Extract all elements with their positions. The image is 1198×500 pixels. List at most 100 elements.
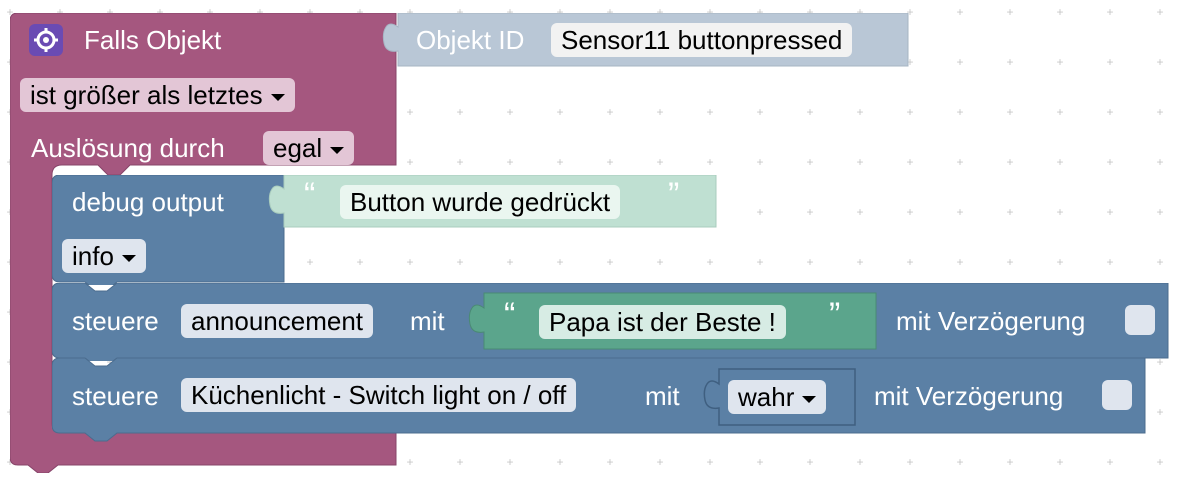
grid-mark: + (106, 5, 114, 19)
grid-mark: + (956, 105, 964, 119)
grid-mark: + (506, 255, 514, 269)
control1-delay-checkbox[interactable] (1125, 305, 1155, 335)
grid-mark: + (406, 455, 414, 469)
settings-icon[interactable] (29, 24, 63, 56)
grid-mark: + (406, 5, 414, 19)
grid-mark: + (606, 105, 614, 119)
debug-label: debug output (72, 187, 224, 217)
grid-mark: + (256, 5, 264, 19)
quote-close-icon-2: ” (829, 296, 841, 334)
grid-mark: + (756, 155, 764, 169)
grid-mark: + (1056, 105, 1064, 119)
grid-mark: + (1006, 205, 1014, 219)
trigger-by-dropdown[interactable]: egal (263, 131, 355, 165)
grid-mark: + (606, 255, 614, 269)
grid-mark: + (956, 5, 964, 19)
grid-mark: + (1106, 105, 1114, 119)
grid-mark: + (706, 105, 714, 119)
grid-mark: + (456, 155, 464, 169)
grid-mark: + (706, 455, 714, 469)
control1-with-label: mit (410, 306, 445, 336)
object-id-field[interactable]: Sensor11 buttonpressed (551, 23, 853, 57)
debug-level-dropdown[interactable]: info (62, 239, 146, 273)
grid-mark: + (456, 5, 464, 19)
grid-mark: + (406, 105, 414, 119)
control2-value-dropdown[interactable]: wahr (728, 380, 827, 414)
grid-mark: + (656, 255, 664, 269)
grid-mark: + (856, 255, 864, 269)
grid-mark: + (1106, 455, 1114, 469)
grid-mark: + (1006, 105, 1014, 119)
grid-mark: + (1106, 155, 1114, 169)
control2-target-field[interactable]: Küchenlicht - Switch light on / off (181, 378, 577, 412)
grid-mark: + (556, 105, 564, 119)
grid-mark: + (656, 155, 664, 169)
grid-mark: + (806, 455, 814, 469)
grid-mark: + (106, 355, 114, 369)
grid-mark: + (806, 5, 814, 19)
grid-mark: + (656, 455, 664, 469)
grid-mark: + (456, 105, 464, 119)
grid-mark: + (656, 105, 664, 119)
grid-mark: + (356, 255, 364, 269)
grid-mark: + (806, 205, 814, 219)
grid-mark: + (1156, 105, 1164, 119)
grid-mark: + (1106, 205, 1114, 219)
grid-mark: + (956, 255, 964, 269)
grid-mark: + (606, 5, 614, 19)
trigger-by-label: Auslösung durch (31, 133, 225, 163)
grid-mark: + (756, 5, 764, 19)
condition-dropdown[interactable]: ist größer als letztes (20, 78, 295, 112)
grid-mark: + (756, 255, 764, 269)
grid-mark: + (406, 255, 414, 269)
grid-mark: + (6, 455, 14, 469)
grid-mark: + (306, 5, 314, 19)
grid-mark: + (1056, 255, 1064, 269)
control2-delay-label: mit Verzögerung (874, 381, 1064, 411)
grid-mark: + (356, 5, 364, 19)
trigger-title: Falls Objekt (84, 25, 222, 55)
control1-delay-label: mit Verzögerung (896, 306, 1086, 336)
grid-mark: + (756, 205, 764, 219)
grid-mark: + (556, 5, 564, 19)
grid-mark: + (856, 455, 864, 469)
quote-open-icon: “ (304, 176, 316, 214)
control2-with-label: mit (645, 381, 680, 411)
grid-mark: + (906, 255, 914, 269)
grid-mark: + (456, 255, 464, 269)
grid-mark: + (1056, 5, 1064, 19)
grid-mark: + (1156, 455, 1164, 469)
grid-mark: + (506, 5, 514, 19)
grid-mark: + (1056, 455, 1064, 469)
grid-mark: + (856, 205, 864, 219)
grid-mark: + (806, 155, 814, 169)
control1-target-field[interactable]: announcement (181, 304, 374, 338)
grid-mark: + (906, 155, 914, 169)
grid-mark: + (6, 5, 14, 19)
grid-mark: + (1056, 205, 1064, 219)
control2-label: steuere (72, 381, 159, 411)
grid-mark: + (856, 155, 864, 169)
grid-mark: + (1106, 255, 1114, 269)
control1-value-field[interactable]: Papa ist der Beste ! (539, 305, 786, 339)
grid-mark: + (906, 105, 914, 119)
grid-mark: + (956, 55, 964, 69)
debug-text-field[interactable]: Button wurde gedrückt (340, 185, 621, 219)
grid-mark: + (1006, 255, 1014, 269)
grid-mark: + (556, 455, 564, 469)
grid-mark: + (1006, 455, 1014, 469)
grid-mark: + (606, 155, 614, 169)
grid-mark: + (1156, 255, 1164, 269)
grid-mark: + (906, 455, 914, 469)
quote-close-icon: ” (668, 176, 680, 214)
grid-mark: + (906, 55, 914, 69)
grid-mark: + (156, 5, 164, 19)
grid-mark: + (406, 155, 414, 169)
grid-mark: + (706, 5, 714, 19)
grid-mark: + (906, 5, 914, 19)
control2-delay-checkbox[interactable] (1102, 380, 1132, 410)
grid-mark: + (56, 5, 64, 19)
grid-mark: + (1156, 155, 1164, 169)
quote-open-icon-2: “ (504, 296, 516, 334)
grid-mark: + (556, 255, 564, 269)
